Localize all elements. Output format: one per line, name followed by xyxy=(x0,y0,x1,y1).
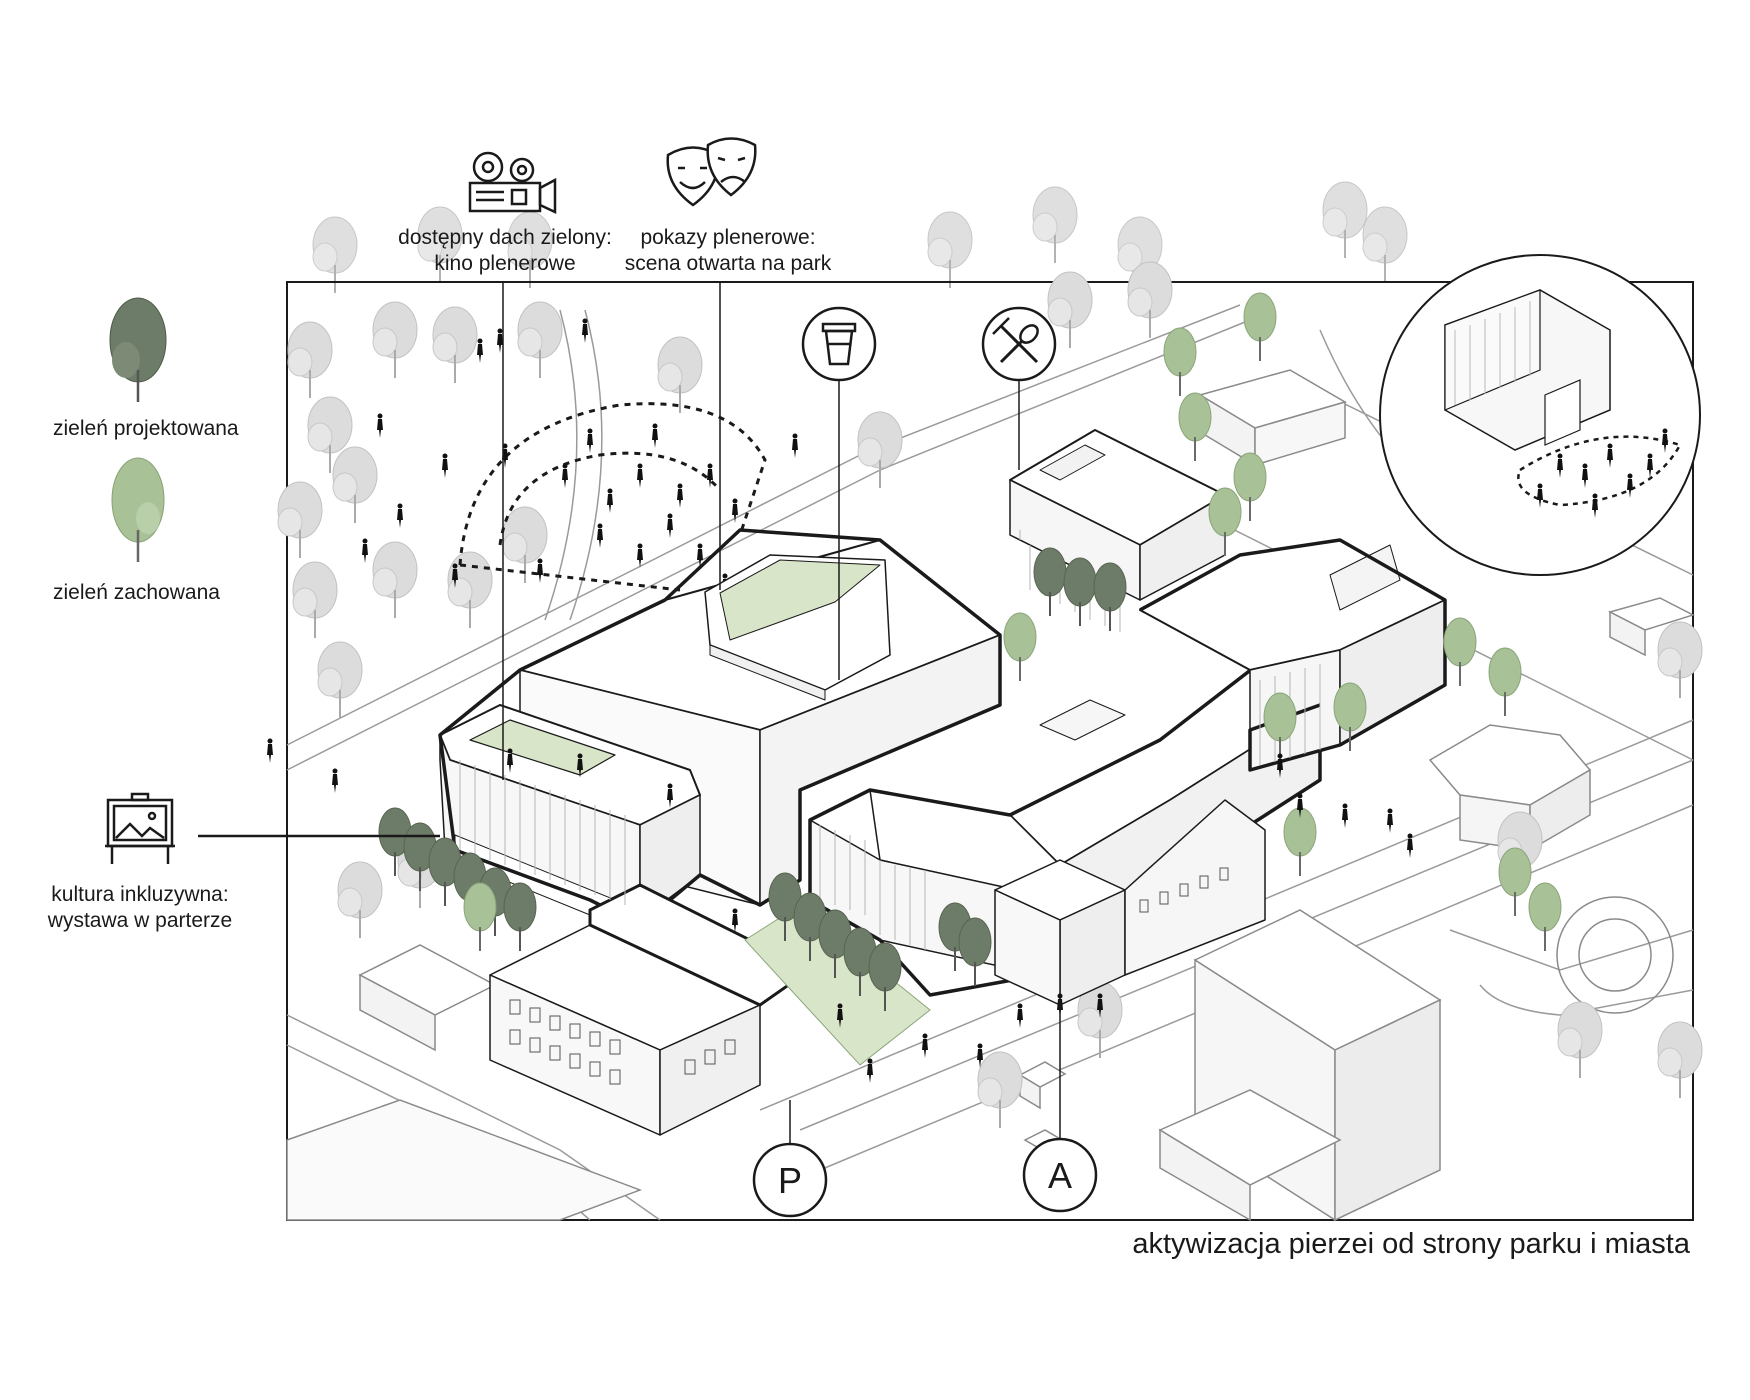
theatre-label-line2: scena otwarta na park xyxy=(624,252,832,275)
entrance-marker: A xyxy=(1022,1137,1098,1213)
easel-painting-icon xyxy=(105,792,175,864)
exhibition-label: kultura inkluzywna: wystawa w parterze xyxy=(40,882,240,934)
legend-label-preserved: zieleń zachowana xyxy=(53,581,220,604)
cinema-label: dostępny dach zielony: kino plenerowe xyxy=(390,225,620,277)
theatre-label: pokazy plenerowe: scena otwarta na park xyxy=(613,225,843,277)
diagram-caption: aktywizacja pierzei od strony parku i mi… xyxy=(1132,1228,1690,1260)
exhibition-label-line2: wystawa w parterze xyxy=(47,909,233,932)
theatre-masks-icon xyxy=(666,137,757,207)
context-buildings xyxy=(286,369,1695,1222)
fly-tower-green-roof xyxy=(719,559,881,641)
parking-marker: P xyxy=(752,1142,828,1218)
diagram-frame xyxy=(286,281,1694,1221)
legend-tree-preserved-icon xyxy=(111,457,165,562)
cinema-label-line1: dostępny dach zielony: xyxy=(398,226,612,249)
outdoor-screening-area xyxy=(458,402,767,592)
legend-label-designed: zieleń projektowana xyxy=(53,417,239,440)
cinema-label-line2: kino plenerowe xyxy=(434,252,576,275)
exhibition-label-line1: kultura inkluzywna: xyxy=(51,883,229,906)
legend xyxy=(109,297,167,562)
theatre-label-line1: pokazy plenerowe: xyxy=(640,226,816,249)
parking-letter: P xyxy=(778,1160,802,1201)
fork-spoon-icon xyxy=(981,306,1057,382)
legend-tree-designed-icon xyxy=(109,297,167,402)
historic-windows xyxy=(509,867,1229,1085)
entrance-letter: A xyxy=(1048,1155,1072,1196)
inset-detail xyxy=(1379,254,1701,576)
coffee-cup-icon xyxy=(801,306,877,382)
leader-lines xyxy=(198,283,1061,1145)
film-projector-icon xyxy=(468,151,557,214)
